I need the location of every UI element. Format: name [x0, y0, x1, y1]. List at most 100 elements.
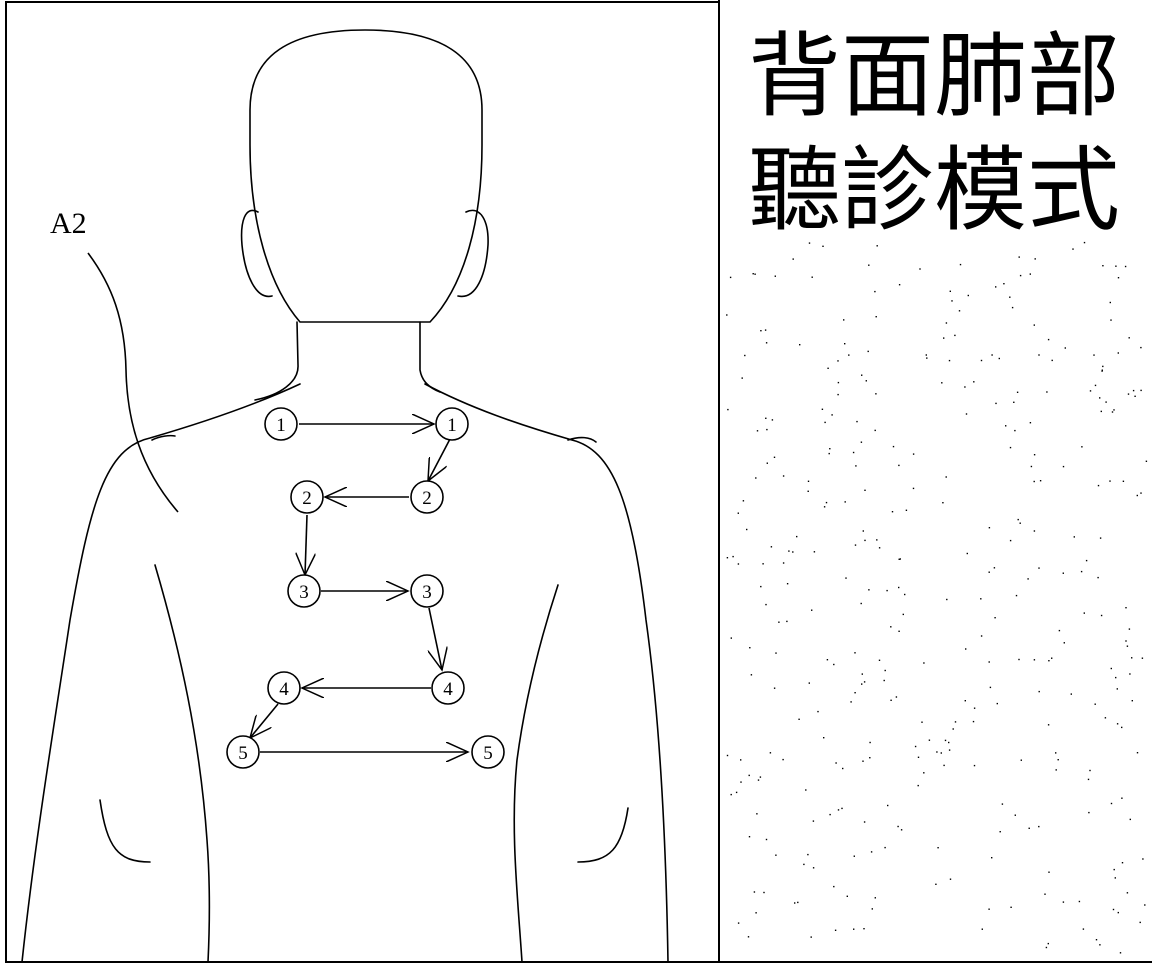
speckle-dot: [941, 382, 943, 384]
title-line-2: 聽診模式: [748, 137, 1120, 244]
speckle-dot: [944, 739, 947, 742]
speckle-dot: [1047, 338, 1050, 341]
speckle-dot: [884, 846, 886, 849]
speckle-dot: [833, 885, 835, 888]
speckle-dot: [742, 500, 745, 502]
speckle-dot: [864, 489, 866, 491]
speckle-dot: [925, 354, 927, 356]
speckle-dot: [822, 245, 824, 247]
speckle-dot: [825, 501, 828, 504]
speckle-dot: [1044, 893, 1046, 895]
arrow-2-to-3: [305, 514, 307, 575]
speckle-dot: [856, 420, 858, 423]
speckle-dot: [884, 669, 886, 672]
speckle-dot: [748, 836, 751, 838]
speckle-dot: [886, 589, 888, 592]
speckle-dot: [730, 793, 732, 796]
speckle-dot: [759, 776, 762, 778]
speckle-dot: [1015, 594, 1018, 597]
head: [249, 29, 483, 323]
speckle-dot: [1081, 446, 1083, 448]
speckle-dot: [1132, 389, 1135, 392]
speckle-dot: [989, 686, 992, 689]
speckle-dot: [863, 928, 865, 930]
point-2-right-marker: 2: [410, 480, 444, 514]
speckle-dot: [1073, 536, 1075, 538]
speckle-dot: [766, 462, 768, 464]
speckle-dot: [843, 319, 845, 321]
speckle-dot: [760, 330, 762, 332]
speckle-dot: [869, 757, 871, 759]
speckle-dot: [973, 381, 975, 383]
speckle-dot: [965, 648, 967, 650]
speckle-dot: [1109, 480, 1111, 482]
speckle-dot: [823, 737, 825, 739]
speckle-dot: [1027, 578, 1029, 580]
speckle-dot: [966, 552, 968, 555]
left-inner-arm: [154, 564, 211, 963]
speckle-dot: [1014, 429, 1016, 432]
speckle-dot: [861, 683, 863, 685]
speckle-dot: [943, 764, 945, 767]
speckle-dot: [808, 242, 811, 244]
speckle-dot: [1010, 906, 1012, 908]
speckle-dot: [844, 501, 846, 503]
speckle-dot: [1019, 522, 1021, 524]
speckle-dot: [948, 741, 950, 744]
speckle-dot: [937, 847, 939, 849]
speckle-dot: [796, 535, 798, 538]
speckle-dot: [1121, 797, 1123, 799]
speckle-dot: [943, 337, 945, 339]
speckle-dot: [1117, 911, 1119, 914]
speckle-dot: [891, 511, 894, 513]
speckle-dot: [1129, 818, 1131, 821]
neck-right: [419, 321, 441, 393]
svg-text:4: 4: [443, 679, 453, 700]
speckle-dot: [1116, 723, 1119, 725]
speckle-dot: [829, 448, 831, 450]
speckle-dot: [737, 563, 740, 565]
trapezius-left: [151, 434, 176, 441]
svg-text:2: 2: [302, 488, 312, 509]
speckle-dot: [863, 681, 866, 683]
speckle-dot: [874, 897, 876, 899]
speckle-dot: [902, 613, 904, 616]
speckle-dot: [928, 739, 931, 741]
speckle-dot: [1131, 700, 1133, 702]
speckle-dot: [769, 752, 772, 754]
speckle-dot: [967, 294, 969, 297]
svg-text:1: 1: [276, 415, 286, 436]
speckle-dot: [898, 464, 900, 467]
speckle-dot: [1102, 265, 1104, 267]
speckle-dot: [898, 284, 901, 286]
right-inner-arm: [513, 584, 559, 963]
speckle-dot: [1058, 629, 1061, 632]
speckle-dot: [855, 465, 857, 467]
speckle-dot: [1110, 667, 1112, 670]
speckle-dot: [871, 908, 873, 910]
speckle-dot: [1019, 274, 1022, 277]
speckle-dot: [854, 692, 856, 694]
speckle-dot: [1126, 645, 1129, 647]
speckle-dot: [773, 687, 776, 689]
speckle-dot: [864, 539, 866, 542]
speckle-dot: [1016, 391, 1019, 393]
speckle-dot: [833, 663, 835, 666]
speckle-dot: [1109, 301, 1111, 304]
speckle-dot: [1100, 614, 1103, 617]
speckle-dot: [773, 456, 776, 458]
speckle-dot: [958, 310, 961, 312]
speckle-dot: [1087, 778, 1090, 781]
speckle-dot: [1078, 900, 1081, 903]
speckle-dot: [749, 647, 751, 649]
speckle-dot: [999, 831, 1001, 833]
speckle-dot: [1128, 628, 1131, 630]
speckle-dot: [1080, 570, 1083, 573]
speckle-dot: [732, 555, 734, 558]
speckle-dot: [752, 273, 754, 275]
speckle-dot: [923, 662, 925, 664]
speckle-dot: [862, 530, 864, 532]
speckle-dot: [850, 701, 852, 703]
